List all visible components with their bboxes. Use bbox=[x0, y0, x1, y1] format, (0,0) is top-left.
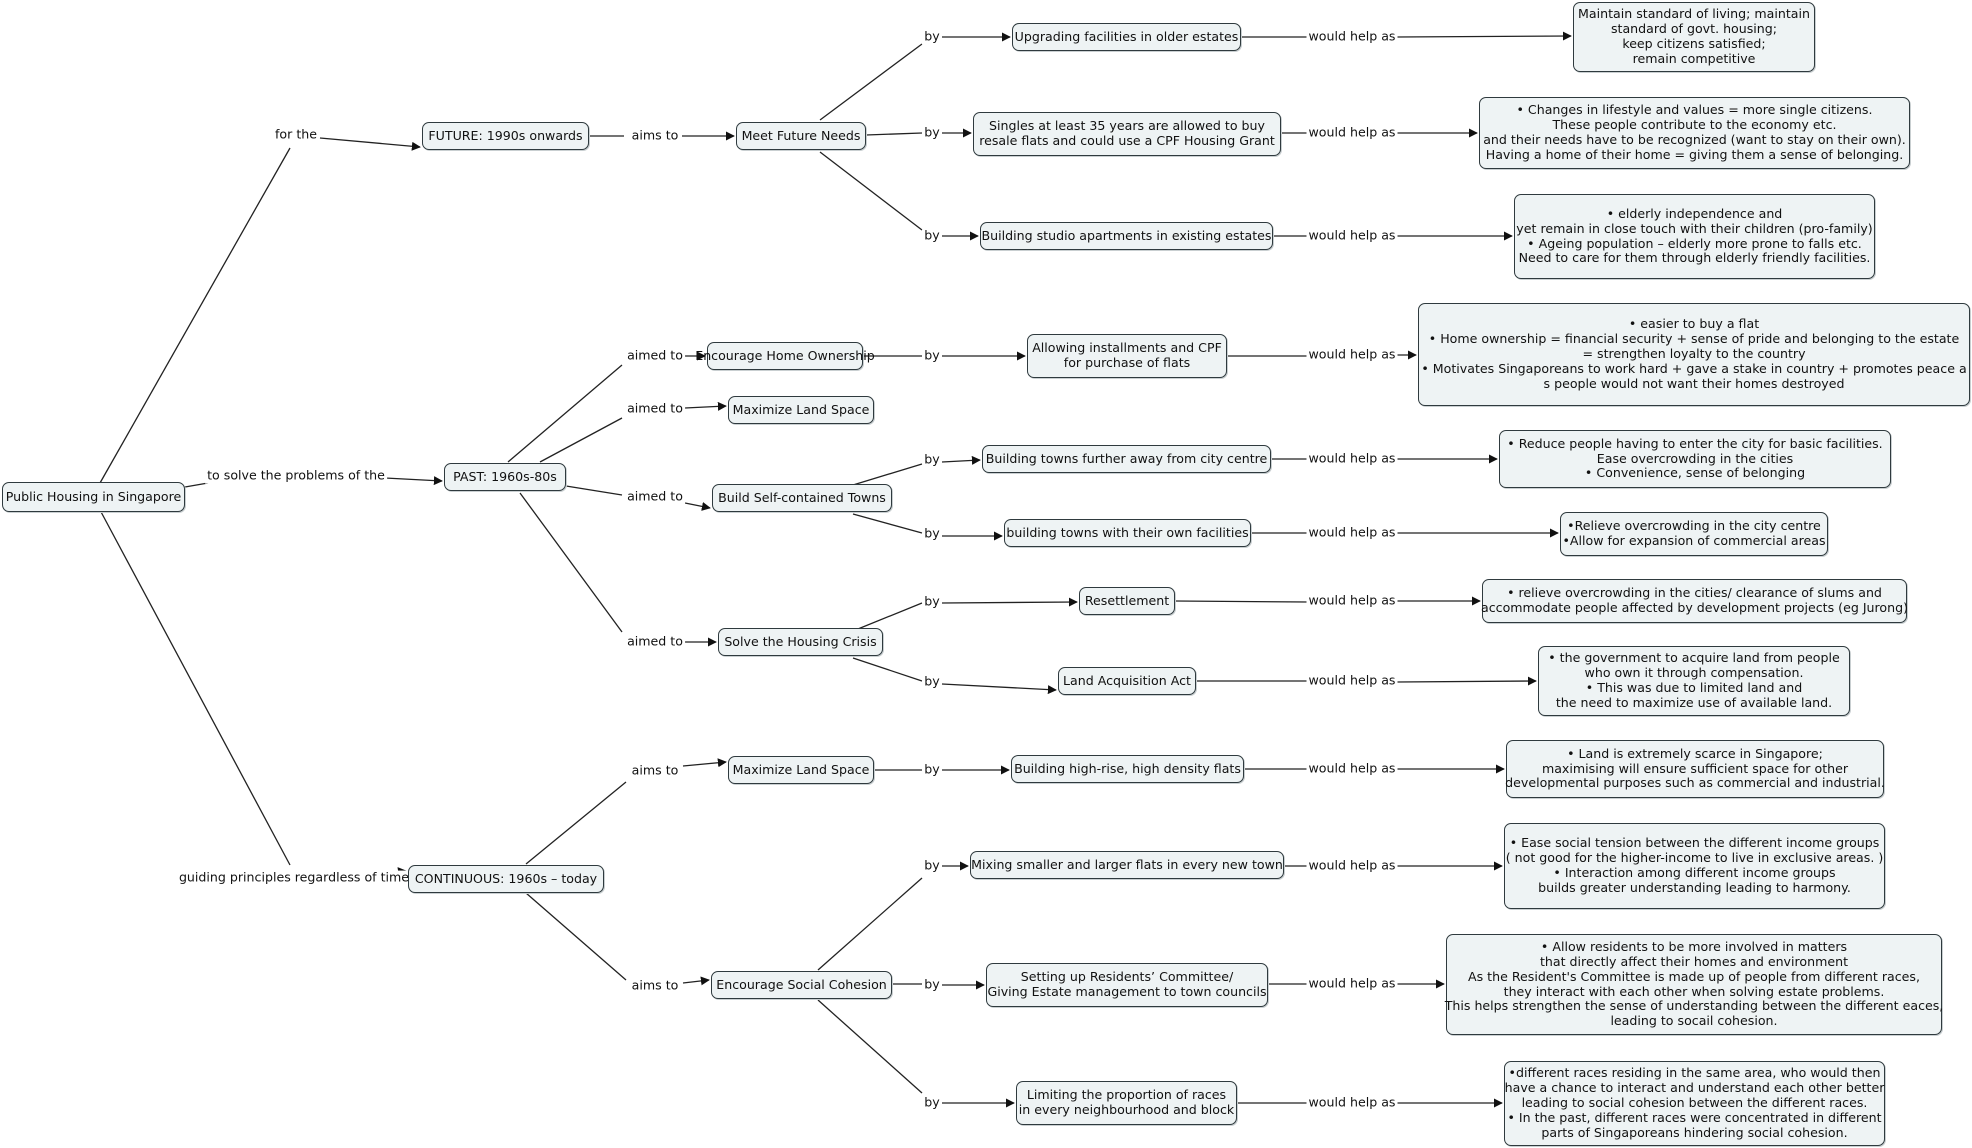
link-label-would-help-as: would help as bbox=[1306, 760, 1398, 777]
connector-line bbox=[852, 657, 923, 682]
connector-arrow bbox=[684, 401, 727, 411]
connector-line bbox=[519, 492, 623, 633]
link-label-by: by bbox=[922, 227, 942, 244]
connector-arrow bbox=[941, 455, 981, 465]
connector-line bbox=[819, 151, 923, 231]
outcome-node-resettlement[interactable]: • relieve overcrowding in the cities/ cl… bbox=[1481, 579, 1908, 623]
connector-line bbox=[525, 892, 627, 981]
link-label-aims-to: aims to bbox=[629, 977, 681, 994]
link-label-by: by bbox=[922, 976, 942, 993]
goal-node-encourage-home-ownership[interactable]: Encourage Home Ownership bbox=[695, 342, 875, 370]
connector-arrow bbox=[1395, 676, 1537, 686]
connector-line bbox=[819, 43, 923, 121]
connector-line bbox=[865, 132, 923, 136]
connector-line bbox=[184, 482, 209, 488]
link-label-would-help-as: would help as bbox=[1306, 975, 1398, 992]
connector-arrow bbox=[1395, 31, 1572, 41]
link-label-would-help-as: would help as bbox=[1306, 346, 1398, 363]
link-label-aims-to: aims to bbox=[629, 762, 681, 779]
link-label-by: by bbox=[922, 761, 942, 778]
link-label-to-solve: to solve the problems of the bbox=[205, 467, 387, 484]
link-label-would-help-as: would help as bbox=[1306, 1094, 1398, 1111]
link-label-by: by bbox=[922, 347, 942, 364]
outcome-node-installments[interactable]: • easier to buy a flat • Home ownership … bbox=[1418, 303, 1970, 406]
link-label-aimed-to: aimed to bbox=[625, 400, 685, 417]
outcome-node-singles[interactable]: • Changes in lifestyle and values = more… bbox=[1479, 97, 1910, 169]
link-label-aims-to: aims to bbox=[629, 127, 681, 144]
connector-line bbox=[852, 602, 923, 632]
link-label-by: by bbox=[922, 857, 942, 874]
goal-node-solve-housing-crisis[interactable]: Solve the Housing Crisis bbox=[718, 628, 883, 656]
link-label-by: by bbox=[922, 673, 942, 690]
connector-line bbox=[507, 364, 623, 463]
link-label-aimed-to: aimed to bbox=[625, 347, 685, 364]
connector-arrow bbox=[682, 758, 727, 768]
method-node-singles-resale-flats[interactable]: Singles at least 35 years are allowed to… bbox=[973, 112, 1281, 156]
outcome-node-upgrading[interactable]: Maintain standard of living; maintain st… bbox=[1573, 2, 1815, 72]
branch-node-continuous[interactable]: CONTINUOUS: 1960s – today bbox=[408, 865, 604, 893]
connector-line bbox=[99, 147, 291, 484]
goal-node-maximize-land-space[interactable]: Maximize Land Space bbox=[728, 756, 874, 784]
goal-node-meet-future-needs[interactable]: Meet Future Needs bbox=[736, 122, 866, 150]
goal-node-encourage-social-cohesion[interactable]: Encourage Social Cohesion bbox=[711, 971, 892, 999]
outcome-node-residents-committee[interactable]: • Allow residents to be more involved in… bbox=[1445, 934, 1943, 1035]
link-label-aimed-to: aimed to bbox=[625, 488, 685, 505]
connector-arrow bbox=[319, 137, 421, 151]
goal-node-build-self-contained-towns[interactable]: Build Self-contained Towns bbox=[712, 484, 892, 512]
outcome-node-limiting-races[interactable]: •different races residing in the same ar… bbox=[1504, 1061, 1885, 1146]
root-node[interactable]: Public Housing in Singapore bbox=[2, 482, 185, 512]
link-label-would-help-as: would help as bbox=[1306, 28, 1398, 45]
connector-line bbox=[539, 417, 623, 463]
connector-arrow bbox=[682, 976, 710, 986]
outcome-node-high-rise[interactable]: • Land is extremely scarce in Singapore;… bbox=[1505, 740, 1885, 798]
connector-line bbox=[817, 877, 923, 971]
connector-line bbox=[565, 485, 623, 496]
method-node-resettlement[interactable]: Resettlement bbox=[1079, 587, 1175, 615]
link-label-would-help-as: would help as bbox=[1306, 672, 1398, 689]
link-label-would-help-as: would help as bbox=[1306, 592, 1398, 609]
link-label-guiding-principles: guiding principles regardless of time bbox=[176, 869, 412, 886]
method-node-land-acquisition-act[interactable]: Land Acquisition Act bbox=[1058, 667, 1196, 695]
connector-arrow bbox=[384, 476, 443, 486]
method-node-limiting-races[interactable]: Limiting the proportion of races in ever… bbox=[1016, 1081, 1237, 1125]
link-label-would-help-as: would help as bbox=[1306, 450, 1398, 467]
link-label-by: by bbox=[922, 451, 942, 468]
goal-node-maximize-land-space[interactable]: Maximize Land Space bbox=[728, 396, 874, 424]
method-node-towns-further-away[interactable]: Building towns further away from city ce… bbox=[982, 445, 1271, 473]
outcome-node-land-acquisition[interactable]: • the government to acquire land from pe… bbox=[1538, 646, 1850, 716]
branch-node-past[interactable]: PAST: 1960s-80s bbox=[444, 463, 566, 491]
connector-arrow bbox=[941, 597, 1078, 607]
method-node-studio-apartments[interactable]: Building studio apartments in existing e… bbox=[980, 222, 1273, 250]
connector-line bbox=[1174, 600, 1309, 603]
method-node-upgrading-facilities[interactable]: Upgrading facilities in older estates bbox=[1012, 23, 1241, 51]
branch-node-future[interactable]: FUTURE: 1990s onwards bbox=[422, 122, 589, 150]
link-label-by: by bbox=[922, 28, 942, 45]
connector-arrow bbox=[684, 501, 711, 511]
link-label-for-the: for the bbox=[273, 126, 319, 143]
link-label-by: by bbox=[922, 593, 942, 610]
method-node-mixing-flats[interactable]: Mixing smaller and larger flats in every… bbox=[970, 851, 1284, 879]
method-node-residents-committee[interactable]: Setting up Residents’ Committee/ Giving … bbox=[986, 963, 1268, 1007]
method-node-high-rise-flats[interactable]: Building high-rise, high density flats bbox=[1011, 755, 1244, 783]
method-node-installments-cpf[interactable]: Allowing installments and CPF for purcha… bbox=[1027, 334, 1227, 378]
link-label-would-help-as: would help as bbox=[1306, 227, 1398, 244]
link-label-by: by bbox=[922, 1094, 942, 1111]
link-label-would-help-as: would help as bbox=[1306, 524, 1398, 541]
link-label-by: by bbox=[922, 124, 942, 141]
link-label-would-help-as: would help as bbox=[1306, 857, 1398, 874]
link-label-aimed-to: aimed to bbox=[625, 633, 685, 650]
connector-line bbox=[525, 781, 627, 865]
outcome-node-mixing-flats[interactable]: • Ease social tension between the differ… bbox=[1504, 823, 1885, 909]
method-node-towns-own-facilities[interactable]: building towns with their own facilities bbox=[1004, 519, 1251, 547]
connector-arrow bbox=[941, 683, 1057, 695]
outcome-node-studio[interactable]: • elderly independence and yet remain in… bbox=[1514, 194, 1875, 279]
connector-line bbox=[852, 463, 923, 486]
outcome-node-towns-further[interactable]: • Reduce people having to enter the city… bbox=[1499, 430, 1891, 488]
link-label-by: by bbox=[922, 525, 942, 542]
connector-line bbox=[99, 509, 291, 866]
connector-line bbox=[817, 999, 923, 1094]
outcome-node-towns-facilities[interactable]: •Relieve overcrowding in the city centre… bbox=[1560, 512, 1828, 556]
connector-line bbox=[852, 513, 923, 534]
link-label-would-help-as: would help as bbox=[1306, 124, 1398, 141]
